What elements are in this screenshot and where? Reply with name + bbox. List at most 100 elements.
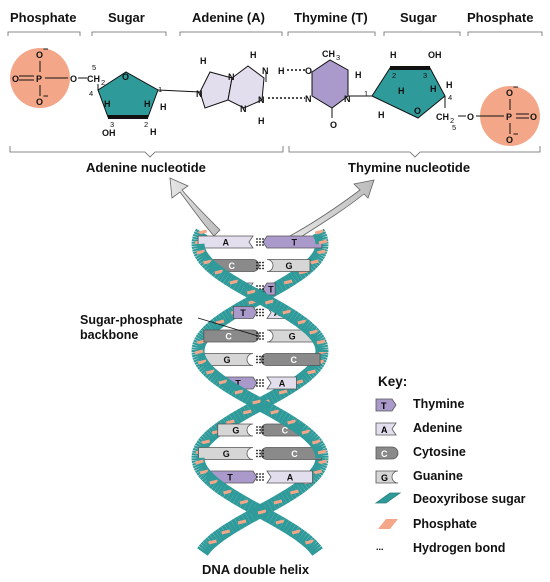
svg-text:OH: OH xyxy=(102,128,116,138)
helix-phosphate-mark xyxy=(197,359,207,365)
helix-sugar-segment xyxy=(259,400,270,414)
helix-sugar-segment xyxy=(215,528,226,542)
helix-sugar-segment xyxy=(199,469,212,481)
helix-sugar-segment xyxy=(272,300,283,314)
helix-hydrogen-bond xyxy=(256,426,264,434)
helix-sugar-segment xyxy=(192,342,206,348)
svg-text:4: 4 xyxy=(89,89,93,98)
helix-phosphate-mark xyxy=(246,289,256,295)
svg-text:C: C xyxy=(381,449,388,459)
helix-phosphate-mark xyxy=(234,389,244,395)
svg-text:CH: CH xyxy=(87,74,100,84)
helix-phosphate-mark xyxy=(313,469,323,475)
helix-sugar-segment xyxy=(299,318,311,332)
helix-phosphate-mark xyxy=(194,349,204,355)
svg-text:3: 3 xyxy=(336,53,340,62)
helix-sugar-segment xyxy=(291,312,302,326)
phosphate-right-p: P xyxy=(506,112,512,122)
helix-sugar-segment xyxy=(263,402,274,416)
helix-phosphate-mark xyxy=(317,449,327,455)
helix-sugar-segment xyxy=(224,380,235,394)
helix-base-letter: T xyxy=(268,285,274,295)
helix-sugar-segment xyxy=(206,261,218,273)
svg-text:−: − xyxy=(43,91,48,101)
svg-text:N: N xyxy=(196,89,203,99)
header-sugar-left: Sugar xyxy=(108,10,145,25)
helix-sugar-segment xyxy=(312,464,325,474)
helix-base-letter: G xyxy=(223,355,230,365)
helix-sugar-segment xyxy=(305,431,317,443)
helix-sugar-segment xyxy=(295,422,307,436)
svg-text:H: H xyxy=(355,70,362,80)
thymine-molecule: O N O N H CH 3 xyxy=(305,49,372,130)
helix-sugar-segment xyxy=(299,532,311,546)
helix-sugar-segment xyxy=(201,433,213,445)
helix-base-A: A xyxy=(266,376,297,390)
helix-sugar-segment xyxy=(312,334,325,344)
helix-sugar-segment xyxy=(211,478,222,492)
key-label-phosphate: Phosphate xyxy=(413,517,477,531)
helix-phosphate-mark xyxy=(221,529,231,535)
helix-sugar-segment xyxy=(216,268,228,282)
helix-sugar-segment xyxy=(313,445,327,453)
helix-phosphate-mark xyxy=(237,519,247,525)
helix-sugar-segment xyxy=(214,480,225,494)
helix-sugar-segment xyxy=(216,482,228,496)
helix-base-G: G xyxy=(198,447,254,460)
adenine-nucleotide-label: Adenine nucleotide xyxy=(86,160,206,175)
helix-sugar-segment xyxy=(207,321,219,333)
helix-sugar-segment xyxy=(314,354,328,360)
helix-phosphate-mark xyxy=(257,509,267,515)
svg-text:OH: OH xyxy=(428,50,442,60)
helix-sugar-segment xyxy=(282,520,293,534)
svg-text:5: 5 xyxy=(452,123,456,132)
helix-sugar-segment xyxy=(203,473,216,485)
arrow-to-thymine-nucleotide xyxy=(289,179,375,241)
helix-sugar-segment xyxy=(280,490,291,504)
svg-text:O: O xyxy=(70,74,77,84)
helix-sugar-segment xyxy=(275,302,286,316)
helix-sugar-segment xyxy=(292,268,304,282)
svg-text:N: N xyxy=(228,72,235,82)
helix-sugar-segment xyxy=(286,272,297,286)
svg-text:H: H xyxy=(250,50,257,60)
svg-text:2: 2 xyxy=(144,120,148,129)
key-label-thymine: Thymine xyxy=(413,397,465,411)
svg-text:1: 1 xyxy=(158,85,162,94)
header-phosphate-right: Phosphate xyxy=(467,10,534,25)
key-label-guanine: Guanine xyxy=(413,469,464,483)
helix-sugar-segment xyxy=(243,498,254,512)
helix-sugar-segment xyxy=(208,262,220,276)
helix-sugar-segment xyxy=(224,522,235,536)
svg-text:O: O xyxy=(36,97,43,107)
helix-sugar-segment xyxy=(298,478,309,492)
helix-phosphate-mark xyxy=(199,469,209,475)
svg-text:O: O xyxy=(36,50,43,60)
helix-sugar-segment xyxy=(265,510,276,524)
helix-base-letter: A xyxy=(287,473,294,483)
helix-phosphate-mark xyxy=(201,439,211,445)
helix-sugar-segment xyxy=(283,488,294,502)
helix-base-letter: T xyxy=(240,308,246,318)
helix-phosphate-mark xyxy=(307,369,316,375)
helix-sugar-segment xyxy=(223,272,234,286)
helix-hydrogen-bond xyxy=(256,308,264,317)
helix-sugar-segment xyxy=(314,461,328,469)
helix-base-letter: T xyxy=(235,379,241,389)
backbone-label-line1: Sugar-phosphate xyxy=(80,313,183,327)
helix-sugar-segment xyxy=(197,546,210,556)
helix-sugar-segment xyxy=(198,543,211,555)
helix-sugar-segment xyxy=(244,510,255,524)
helix-front-strand xyxy=(191,228,329,556)
svg-text:O: O xyxy=(330,120,337,130)
helix-sugar-segment xyxy=(230,518,241,532)
helix-phosphate-mark xyxy=(195,459,204,465)
helix-sugar-segment xyxy=(209,318,221,332)
helix-phosphate-mark xyxy=(316,249,326,255)
svg-text:N: N xyxy=(344,94,351,104)
helix-sugar-segment xyxy=(221,310,232,324)
helix-sugar-segment xyxy=(193,463,207,471)
helix-base-letter: C xyxy=(282,426,289,436)
helix-base-C: C xyxy=(260,447,322,460)
svg-text:N: N xyxy=(262,66,269,76)
